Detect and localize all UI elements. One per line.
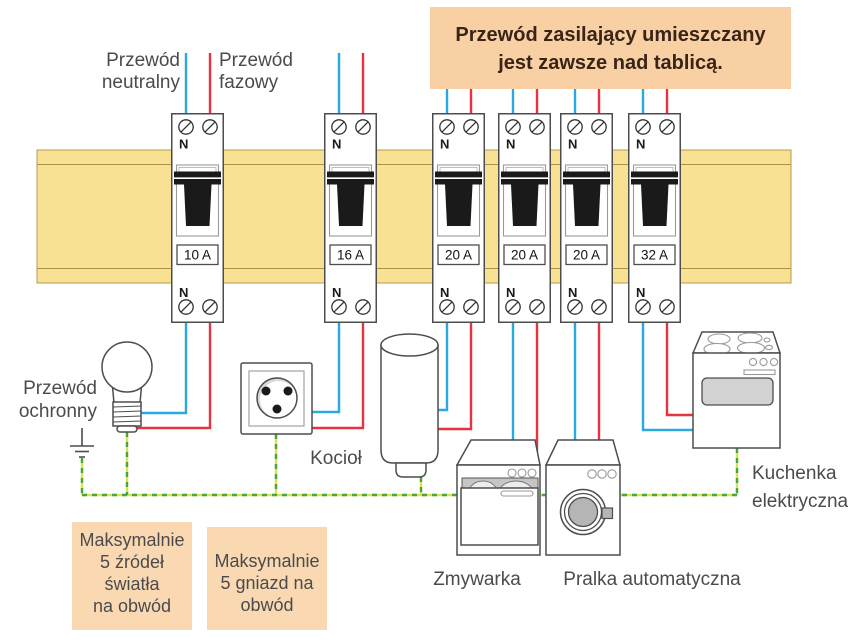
protective-wire-label: Przewód ochronny — [19, 378, 98, 422]
protective-earth-wire — [80, 432, 739, 497]
cooker-knob — [759, 357, 768, 367]
circuit-breaker-4: 20 A — [497, 112, 552, 324]
sockets-note: Maksymalnie 5 gniazd na obwód — [207, 527, 327, 630]
lights-note: Maksymalnie 5 źródeł światła na obwód — [72, 522, 192, 630]
boiler — [380, 333, 439, 478]
neutral-wire — [312, 323, 341, 414]
dishwasher-button — [527, 468, 537, 478]
dishwasher-door — [460, 487, 539, 546]
breaker-rating: 20 A — [511, 248, 538, 263]
svg-text:fazowy: fazowy — [219, 72, 279, 93]
hob-knob — [764, 344, 774, 351]
dishwasher — [455, 439, 541, 556]
top-note-line2: jest zawsze nad tablicą. — [497, 52, 723, 74]
neutral-wire — [141, 323, 188, 415]
top-note-line1: Przewód zasilający umieszczany — [455, 24, 766, 46]
boiler-body — [380, 344, 439, 464]
svg-text:światła: światła — [104, 574, 160, 594]
svg-text:5 gniazd na: 5 gniazd na — [220, 573, 314, 593]
breaker-rating: 32 A — [641, 248, 668, 263]
protective-earth-wires — [80, 432, 739, 497]
top-note-box — [430, 7, 791, 89]
dishwasher-top — [455, 439, 541, 466]
phase-wire — [665, 323, 693, 417]
svg-text:elektryczna: elektryczna — [752, 491, 849, 512]
svg-text:Przewód: Przewód — [106, 50, 180, 71]
neutral-wire-label: Przewód neutralny — [102, 50, 181, 93]
washer-top — [544, 439, 621, 466]
svg-text:Przewód: Przewód — [219, 50, 293, 71]
phase-wire — [438, 323, 473, 431]
svg-text:neutralny: neutralny — [102, 72, 181, 93]
lights-note-box — [72, 522, 192, 630]
dishwasher-label: Zmywarka — [433, 569, 521, 590]
phase-wire-label: Przewód fazowy — [219, 50, 293, 93]
oven-handle — [743, 369, 776, 376]
socket-earth-pin — [272, 404, 282, 414]
cooker-knob — [748, 357, 758, 367]
circuit-breaker-1: 10 A — [170, 112, 225, 324]
svg-text:5 źródeł: 5 źródeł — [100, 552, 164, 572]
svg-text:Przewód: Przewód — [23, 378, 97, 399]
dishwasher-button — [517, 468, 527, 478]
washer-detergent-box — [601, 507, 614, 520]
phase-wire — [469, 89, 669, 113]
phase-wire — [312, 323, 365, 430]
bulb-contact — [116, 425, 138, 433]
neutral-wire — [438, 323, 449, 412]
breaker-rating: 20 A — [573, 248, 600, 263]
svg-text:Maksymalnie: Maksymalnie — [214, 551, 319, 571]
sockets-note-box — [207, 527, 327, 630]
dishwasher-handle — [500, 490, 534, 497]
washer-button — [597, 469, 607, 479]
socket-hole — [283, 386, 293, 396]
neutral-wire — [445, 89, 645, 113]
top-note: Przewód zasilający umieszczany jest zaws… — [430, 7, 791, 89]
boiler-top — [380, 333, 439, 357]
washing-machine — [544, 439, 621, 556]
breaker-rating: 20 A — [445, 248, 472, 263]
wall-socket — [240, 362, 313, 435]
washer-drum — [567, 496, 599, 528]
cooker-label: Kuchenka elektryczna — [752, 463, 849, 512]
socket-hole — [261, 386, 271, 396]
bulb-glass — [101, 341, 153, 393]
boiler-label: Kocioł — [310, 448, 363, 469]
oven-window — [701, 377, 774, 406]
cooker-knob — [769, 357, 779, 367]
burner — [737, 332, 763, 344]
washer-button — [607, 469, 617, 479]
dishwasher-button — [507, 468, 517, 478]
neutral-wires — [141, 53, 693, 442]
circuit-breaker-2: 16 A — [323, 112, 378, 324]
boiler-outlet — [395, 462, 427, 478]
breaker-rating: 10 A — [184, 248, 211, 263]
electric-cooker — [691, 331, 782, 449]
burner — [736, 341, 766, 355]
burner — [707, 333, 731, 345]
svg-text:Kuchenka: Kuchenka — [752, 463, 837, 484]
svg-text:Maksymalnie: Maksymalnie — [79, 530, 184, 550]
circuit-breaker-5: 20 A — [559, 112, 614, 324]
earth-symbol — [70, 428, 94, 458]
breaker-rating: 16 A — [337, 248, 364, 263]
circuit-breaker-6: 32 A — [627, 112, 682, 324]
neutral-wire — [641, 323, 693, 432]
washing-machine-label: Pralka automatyczna — [563, 569, 741, 590]
light-bulb — [101, 341, 153, 433]
phase-wire — [137, 323, 212, 430]
washer-button — [587, 469, 597, 479]
svg-text:ochronny: ochronny — [19, 401, 98, 422]
svg-text:na obwód: na obwód — [93, 596, 171, 616]
hob-knob — [763, 337, 771, 343]
bulb-screw-base — [112, 401, 142, 427]
phase-wires — [137, 53, 693, 452]
svg-text:obwód: obwód — [240, 595, 293, 615]
circuit-breaker-3: 20 A — [431, 112, 486, 324]
